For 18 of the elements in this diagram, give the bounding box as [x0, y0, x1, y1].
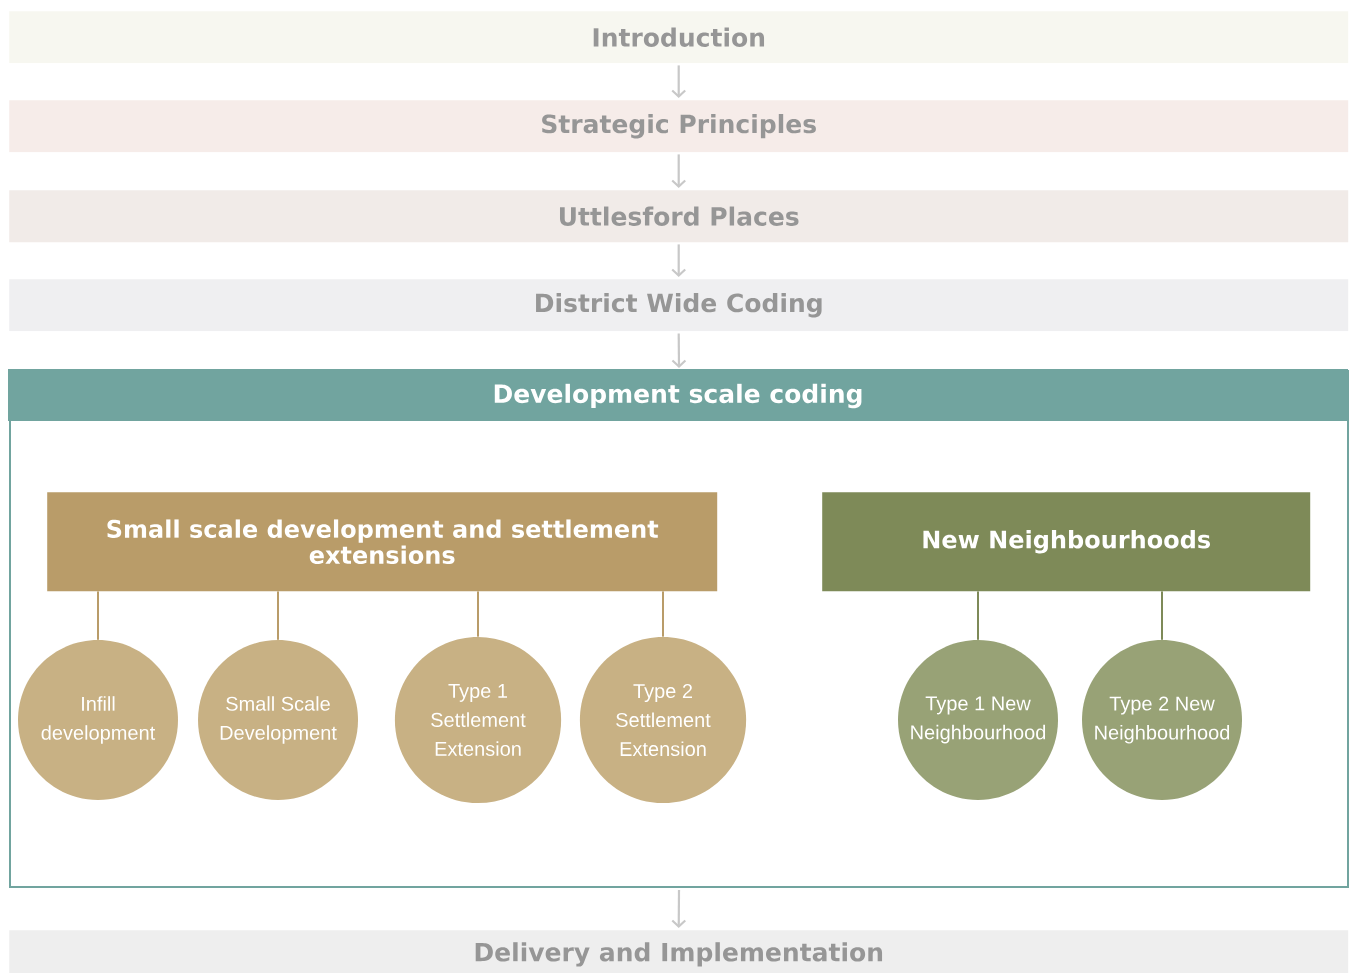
arrow [671, 890, 686, 928]
section-band: Delivery and Implementation [9, 930, 1349, 973]
arrow [671, 244, 686, 277]
section-band: Strategic Principles [9, 100, 1349, 153]
section-band: Introduction [9, 11, 1349, 64]
connector-line [477, 590, 479, 638]
category-box: Small scale development and settlement extensions [47, 492, 718, 592]
arrow [671, 333, 687, 368]
connector-line [1161, 590, 1163, 641]
arrow [671, 65, 686, 98]
section-band: Uttlesford Places [9, 190, 1349, 243]
connector-line [97, 590, 99, 641]
connector-line [662, 590, 664, 638]
connector-line [277, 590, 279, 641]
connector-line [977, 590, 979, 641]
section-band: District Wide Coding [9, 279, 1349, 332]
category-box: New Neighbourhoods [822, 492, 1311, 592]
arrow [671, 154, 686, 188]
